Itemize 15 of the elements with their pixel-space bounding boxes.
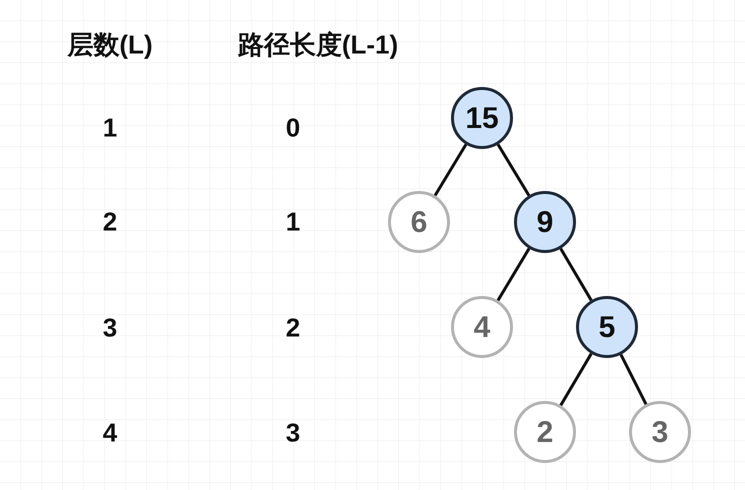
column-header: 层数(L) [67, 28, 153, 62]
table-value: 2 [286, 312, 300, 344]
tree-edge [434, 144, 468, 196]
table-value: 4 [102, 416, 118, 450]
tree-edge [559, 352, 593, 406]
table-value: 2 [102, 206, 118, 238]
tree-edge [496, 248, 530, 302]
column-header: 路径长度(L-1) [238, 28, 398, 62]
table-value: 1 [102, 112, 118, 144]
table-value: 1 [286, 206, 300, 238]
tree-edge [559, 248, 593, 302]
table-value: 0 [286, 112, 300, 144]
table-value: 3 [102, 312, 118, 344]
tree-edge [496, 144, 530, 196]
table-value: 3 [286, 416, 300, 450]
